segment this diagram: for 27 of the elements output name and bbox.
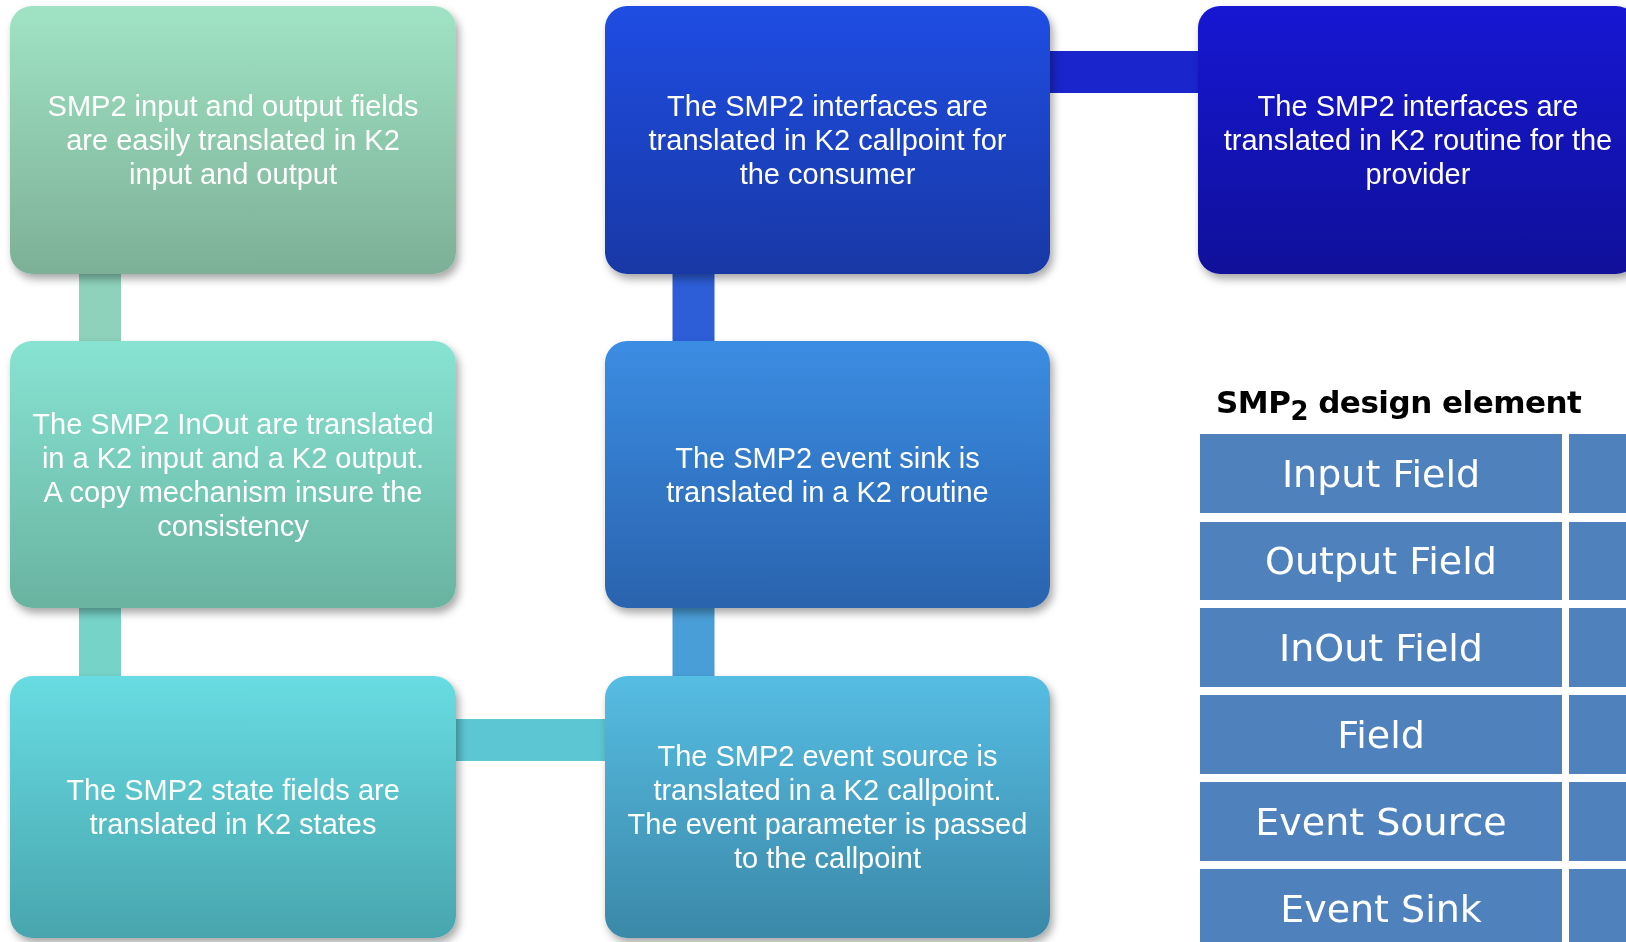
connector-bar: [79, 274, 121, 341]
table-header: SMP$_{2}$ design element: [1216, 384, 1582, 427]
box-text: The SMP2 InOut are translated in a K2 input and a K2 output. A copy mechanism insure the consistency: [32, 406, 434, 543]
connector-bar: [1050, 51, 1198, 93]
box-text: The SMP2 interfaces are translated in K2 callpoint for the consumer: [647, 89, 1008, 191]
box-text: SMP2 input and output fields are easily translated in K2 input and output: [46, 89, 420, 191]
table-cell: Field: [1200, 695, 1562, 774]
table-cell: Event Sink: [1200, 869, 1562, 942]
table-cell: Output Field: [1200, 522, 1562, 600]
process-box: [10, 6, 456, 274]
connector-bar: [672, 608, 715, 676]
table-cell: Event Source: [1200, 782, 1562, 861]
connector-bar: [79, 608, 121, 676]
connector-bar: [456, 719, 605, 761]
process-box: [10, 341, 456, 608]
process-box: [605, 676, 1050, 938]
connector-bar: [672, 274, 715, 341]
box-text: The SMP2 state fields are translated in K2 states: [65, 773, 401, 841]
process-box: [1198, 6, 1626, 274]
table-cell: Input Field: [1200, 434, 1562, 513]
process-box: [605, 341, 1050, 608]
box-text: The SMP2 interfaces are translated in K2 routine for the provider: [1222, 89, 1614, 191]
process-box: [10, 676, 456, 938]
box-text: The SMP2 event sink is translated in a K2 routine: [665, 440, 990, 509]
box-text: The SMP2 event source is translated in a K2 callpoint. The event parameter is passed to the callpoint: [627, 739, 1028, 875]
table-cell: InOut Field: [1200, 608, 1562, 687]
process-box: [605, 6, 1050, 274]
